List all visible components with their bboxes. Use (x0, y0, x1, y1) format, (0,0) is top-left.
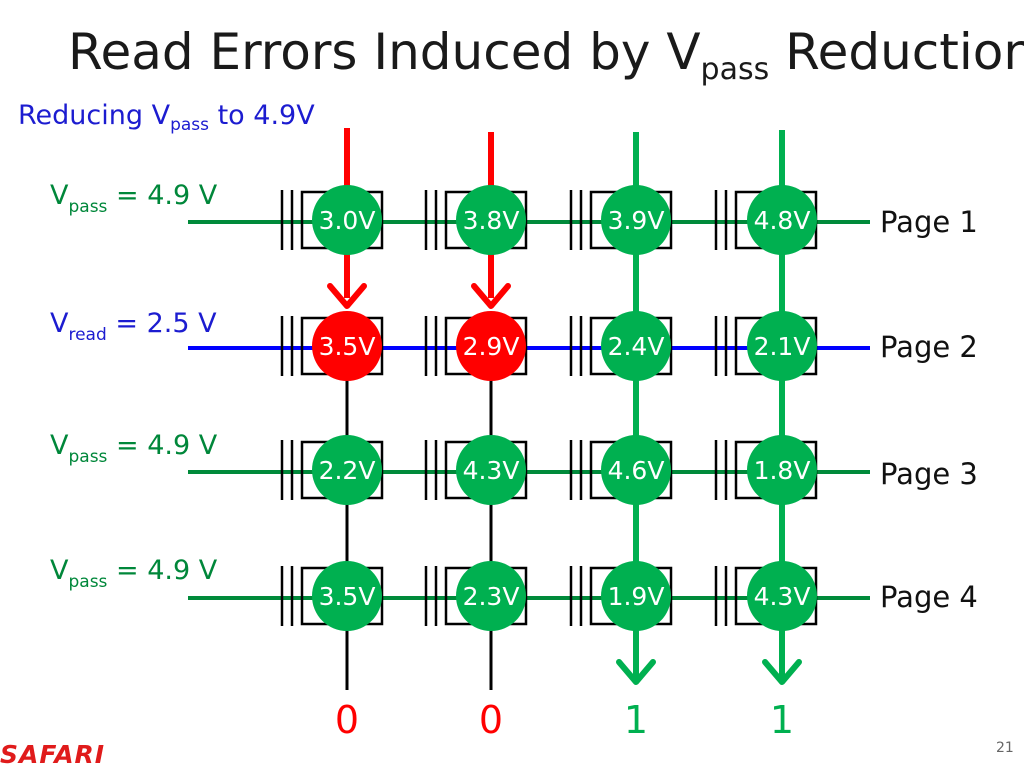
wordline-label-3-sub: pass (68, 447, 108, 467)
page-label-3: Page 3 (880, 457, 978, 491)
bitline-3-arrowhead (616, 659, 656, 685)
cell-r1-c4: 4.8V (747, 185, 817, 255)
cell-r3-c3: 4.6V (601, 435, 671, 505)
cell-r4-c2-voltage: 2.3V (463, 582, 520, 611)
page-label-4: Page 4 (880, 580, 978, 614)
cell-r3-c2: 4.3V (456, 435, 526, 505)
page-label-2: Page 2 (880, 330, 978, 364)
page-label-1: Page 1 (880, 205, 978, 239)
cell-r2-c4-voltage: 2.1V (754, 332, 811, 361)
subtitle-prefix: Reducing V (18, 100, 171, 131)
cell-r4-c4: 4.3V (747, 561, 817, 631)
cell-r3-c4: 1.8V (747, 435, 817, 505)
wordline-label-3-value: = 4.9 V (107, 430, 218, 461)
wordline-label-1-value: = 4.9 V (107, 180, 218, 211)
cell-r4-c4-voltage: 4.3V (754, 582, 811, 611)
cell-r1-c2: 3.8V (456, 185, 526, 255)
slide-subtitle: Reducing Vpass to 4.9V (18, 100, 315, 134)
wordline-label-2-value: = 2.5 V (106, 308, 217, 339)
cell-r1-c2-voltage: 3.8V (463, 206, 520, 235)
cell-r3-c3-voltage: 4.6V (608, 456, 665, 485)
wordline-label-1: Vpass = 4.9 V (50, 180, 218, 216)
wordline-label-2: Vread = 2.5 V (50, 308, 217, 344)
page-number: 21 (996, 740, 1014, 756)
bit-output-1: 0 (334, 698, 360, 742)
subtitle-suffix: to 4.9V (209, 100, 315, 131)
cell-r1-c1-voltage: 3.0V (319, 206, 376, 235)
title-suffix: Reduction (769, 23, 1024, 81)
cell-r2-c3-voltage: 2.4V (608, 332, 665, 361)
cell-r2-c3: 2.4V (601, 311, 671, 381)
cell-r4-c1-voltage: 3.5V (319, 582, 376, 611)
wordline-label-2-v: V (50, 308, 69, 339)
cell-r2-c1-voltage: 3.5V (319, 332, 376, 361)
wordline-label-4-value: = 4.9 V (107, 555, 218, 586)
slide-title: Read Errors Induced by Vpass Reduction (68, 22, 1024, 85)
bit-output-3: 1 (623, 698, 649, 742)
cell-r4-c2: 2.3V (456, 561, 526, 631)
wordline-label-3-v: V (50, 430, 69, 461)
wordline-label-4-sub: pass (68, 572, 108, 592)
wordline-label-1-v: V (50, 180, 69, 211)
wordline-label-1-sub: pass (68, 197, 108, 217)
cell-r2-c2-voltage: 2.9V (463, 332, 520, 361)
wordline-label-4-v: V (50, 555, 69, 586)
wordline-label-4: Vpass = 4.9 V (50, 555, 218, 591)
bitline-2-arrowhead (471, 283, 511, 309)
bit-output-2: 0 (478, 698, 504, 742)
subtitle-subscript: pass (170, 115, 209, 135)
cell-r3-c1: 2.2V (312, 435, 382, 505)
wordline-label-3: Vpass = 4.9 V (50, 430, 218, 466)
cell-r1-c4-voltage: 4.8V (754, 206, 811, 235)
wordline-label-2-sub: read (68, 325, 107, 345)
bitline-4-arrowhead (762, 659, 802, 685)
safari-logo: SAFARI (0, 740, 106, 769)
cell-r4-c1: 3.5V (312, 561, 382, 631)
cell-r3-c4-voltage: 1.8V (754, 456, 811, 485)
cell-r2-c1: 3.5V (312, 311, 382, 381)
title-subscript: pass (700, 52, 770, 87)
cell-r4-c3: 1.9V (601, 561, 671, 631)
cell-r1-c3: 3.9V (601, 185, 671, 255)
cell-r3-c1-voltage: 2.2V (319, 456, 376, 485)
cell-r2-c2: 2.9V (456, 311, 526, 381)
cell-r3-c2-voltage: 4.3V (463, 456, 520, 485)
cell-r4-c3-voltage: 1.9V (608, 582, 665, 611)
cell-r1-c3-voltage: 3.9V (608, 206, 665, 235)
bit-output-4: 1 (769, 698, 795, 742)
bitline-1-arrowhead (327, 283, 367, 309)
cell-r1-c1: 3.0V (312, 185, 382, 255)
cell-r2-c4: 2.1V (747, 311, 817, 381)
title-prefix: Read Errors Induced by V (68, 23, 701, 81)
